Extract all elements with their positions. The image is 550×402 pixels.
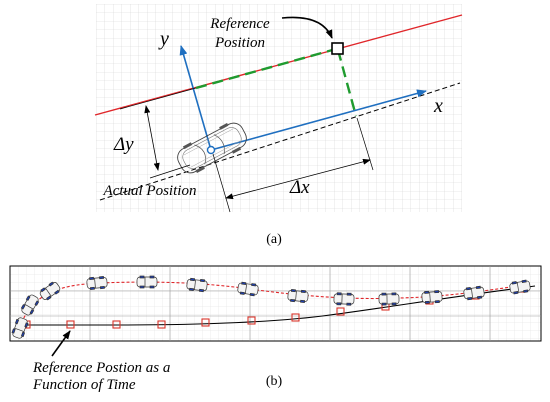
panel-a: Reference Position y x Δy Δx Actual Posi… <box>94 4 463 247</box>
panel-a-grid <box>96 4 462 212</box>
delta-y-ext-bottom <box>149 164 191 179</box>
vehicle-trajectory <box>17 281 531 333</box>
vehicle-snapshot <box>20 294 40 316</box>
reference-position-marker <box>331 42 344 55</box>
vehicle-snapshot <box>39 281 61 301</box>
vehicle-snapshot <box>11 317 29 339</box>
panel-b-frame <box>9 265 542 342</box>
reference-marker <box>247 316 256 325</box>
panel-b: Reference Postion as a Function of Time … <box>9 265 542 393</box>
vehicle-snapshot <box>378 292 400 306</box>
vehicle-snapshot <box>237 281 259 297</box>
vehicle-icon <box>177 122 247 174</box>
actual-position-label: Actual Position <box>103 183 197 199</box>
axis-x-label: x <box>433 95 443 117</box>
offset-y-projection <box>336 49 358 117</box>
delta-x-label: Δx <box>289 177 310 198</box>
panel-a-caption: (a) <box>266 232 282 247</box>
reference-marker <box>112 320 121 329</box>
reference-annotation-arrow <box>51 330 71 357</box>
axis-y-label: y <box>158 28 169 50</box>
delta-y-dimension <box>144 105 160 171</box>
delta-x-ext-left <box>212 153 231 213</box>
vehicle-snapshot <box>86 276 108 290</box>
delta-y-ext-top <box>119 87 197 110</box>
vehicle-snapshot <box>287 289 309 303</box>
delta-y-label: Δy <box>113 134 134 155</box>
reference-path-curve <box>22 285 536 326</box>
reference-position-label-line2: Position <box>214 35 265 51</box>
vehicle-x-axis <box>210 89 427 151</box>
vehicle-snapshot <box>421 290 443 304</box>
reference-annotation-line1: Reference Postion as a <box>32 360 170 376</box>
panel-b-caption: (b) <box>266 374 283 389</box>
vehicle-snapshot <box>186 277 208 293</box>
vehicle-y-axis <box>179 45 212 151</box>
reference-callout-arrow <box>281 16 333 39</box>
vehicle-origin-marker <box>206 145 216 155</box>
actual-heading-line <box>99 82 461 201</box>
vehicle-snapshot <box>333 292 355 306</box>
reference-annotation-line2: Function of Time <box>32 377 136 393</box>
reference-marker <box>336 307 345 316</box>
reference-marker <box>157 320 166 329</box>
vehicle-snapshot <box>136 275 158 289</box>
vehicle-snapshot <box>509 279 531 295</box>
delta-x-dimension <box>225 158 371 200</box>
offset-x-projection <box>195 47 337 90</box>
vehicle-snapshot <box>463 285 485 301</box>
reference-marker <box>66 320 75 329</box>
reference-marker <box>291 313 300 322</box>
reference-position-label-line1: Reference <box>209 16 270 32</box>
reference-marker <box>201 318 210 327</box>
